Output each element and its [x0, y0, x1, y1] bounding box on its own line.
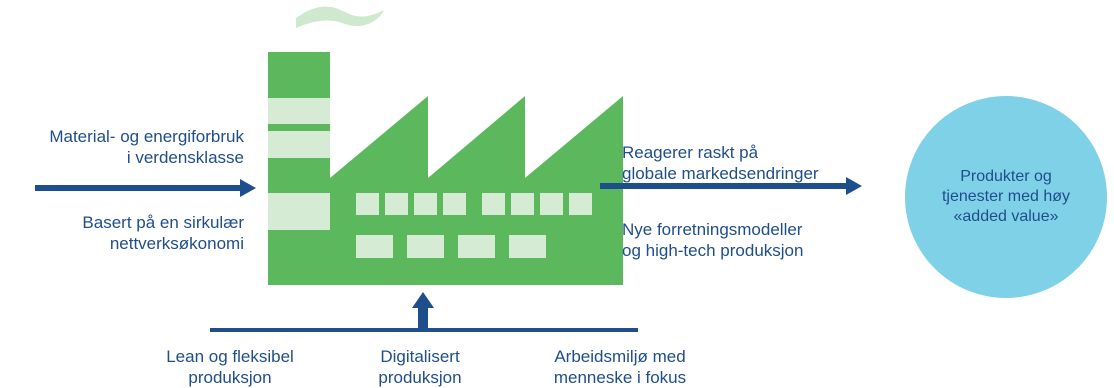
input-arrow-shaft — [35, 185, 245, 191]
input-arrow-head — [240, 179, 256, 197]
output-arrow-head — [846, 177, 862, 195]
bottom-label-line: Digitalisert — [380, 347, 460, 366]
result-text: Produkter og tjenester med høy «added va… — [942, 167, 1070, 227]
input-label-top-line: i verdensklasse — [126, 148, 244, 167]
factory-window — [385, 193, 408, 215]
factory-window — [268, 193, 330, 230]
factory-window — [482, 193, 505, 215]
bottom-label-arbeidsmiljo: Arbeidsmiljø med menneske i fokus — [510, 346, 730, 388]
bottom-label-line: Arbeidsmiljø med — [554, 347, 686, 366]
input-label-top: Material- og energiforbruk i verdensklas… — [0, 126, 244, 168]
input-label-bottom-line: Basert på en sirkulær — [82, 213, 244, 232]
output-label-top-line: Reagerer raskt på — [622, 143, 759, 162]
result-circle: Produkter og tjenester med høy «added va… — [905, 96, 1107, 298]
bottom-label-line: Lean og fleksibel — [166, 347, 294, 366]
input-label-top-line: Material- og energiforbruk — [49, 127, 244, 146]
window-row-top — [356, 193, 592, 215]
result-line: Produkter og — [960, 168, 1052, 185]
output-label-bottom-line: Nye forretningsmodeller — [622, 220, 803, 239]
output-arrow-shaft — [600, 183, 850, 189]
chimney-band — [268, 98, 330, 124]
factory-window — [458, 235, 495, 258]
bottom-arrow-head — [412, 292, 434, 308]
bottom-arrow-shaft — [418, 306, 428, 330]
factory-window — [407, 235, 444, 258]
bottom-label-lean: Lean og fleksibel produksjon — [135, 346, 325, 388]
input-label-bottom-line: nettverksøkonomi — [109, 234, 244, 253]
bottom-label-line: menneske i fokus — [553, 368, 687, 387]
input-label-bottom: Basert på en sirkulær nettverksøkonomi — [0, 212, 244, 254]
factory-building — [268, 52, 623, 285]
smoke-icon — [296, 6, 384, 28]
factory-window — [540, 193, 563, 215]
factory-window — [356, 235, 393, 258]
factory-window — [443, 193, 466, 215]
output-label-top: Reagerer raskt på globale markedsendring… — [622, 142, 882, 184]
bottom-label-line: produksjon — [378, 368, 462, 387]
factory-window — [414, 193, 437, 215]
output-label-bottom: Nye forretningsmodeller og high-tech pro… — [622, 219, 882, 261]
window-row-bottom — [356, 235, 546, 258]
output-label-bottom-line: og high-tech produksjon — [622, 241, 804, 260]
factory-window — [511, 193, 534, 215]
bottom-label-digital: Digitalisert produksjon — [340, 346, 500, 388]
result-line: «added value» — [953, 208, 1059, 225]
factory-window — [509, 235, 546, 258]
result-line: tjenester med høy — [941, 188, 1071, 205]
output-label-top-line: globale markedsendringer — [622, 164, 819, 183]
factory-window — [569, 193, 592, 215]
factory-window — [356, 193, 379, 215]
bottom-label-line: produksjon — [188, 368, 272, 387]
chimney-band — [268, 131, 330, 158]
